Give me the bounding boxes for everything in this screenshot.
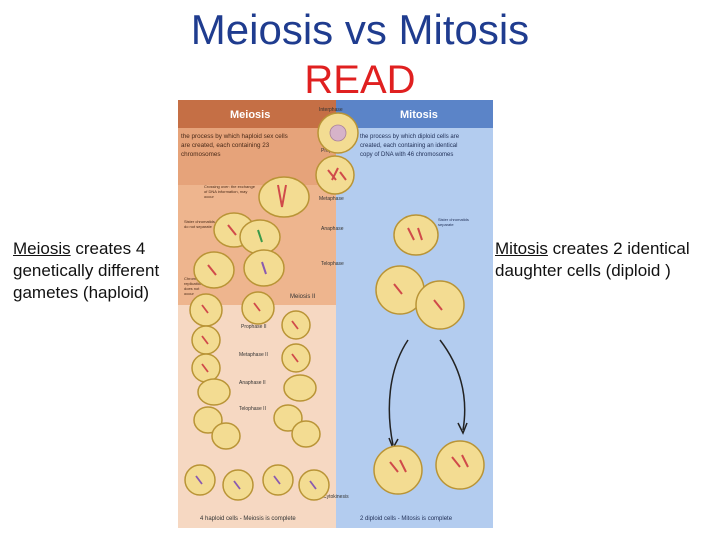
footer-meiosis: 4 haploid cells - Meiosis is complete — [200, 516, 296, 522]
anaphase-cells — [213, 212, 281, 255]
note-sister-meiosis-1: Sister chromatids — [184, 219, 215, 224]
meiosis-desc-3: chromosomes — [181, 151, 221, 158]
prophase-cell — [315, 155, 355, 195]
label-meiosis2: Meiosis II — [290, 294, 316, 300]
mitosis-note-text: creates 2 identical daughter cells (dipl… — [495, 239, 690, 280]
meiosis-desc-1: the process by which haploid sex cells — [181, 133, 288, 140]
meiosis-mitosis-figure: Meiosis Mitosis the process by which hap… — [178, 100, 493, 528]
label-metaphase: Metaphase — [319, 196, 344, 202]
meiosis-top-panel — [178, 128, 336, 185]
mitosis-telophase-cells — [375, 265, 465, 330]
footer-mitosis: 2 diploid cells - Mitosis is complete — [360, 516, 453, 522]
label-interphase: Interphase — [319, 107, 343, 113]
meiosis-header: Meiosis — [230, 109, 270, 121]
telophase-cells — [193, 249, 285, 289]
meiosis-desc-2: are created, each containing 23 — [181, 142, 270, 149]
mitosis-arrows — [388, 339, 468, 450]
note-crossing-1: Crossing over: the exchange — [204, 184, 256, 189]
mitosis-desc-1: the process by which diploid cells are — [360, 134, 460, 140]
meiosis-keyword: Meiosis — [13, 239, 71, 258]
mitosis-header-bar — [336, 100, 493, 128]
label-telophase2: Telophase II — [239, 406, 266, 412]
note-crossing-2: of DNA information, may — [204, 189, 247, 194]
page-subtitle: READ — [304, 58, 416, 102]
label-metaphase2: Metaphase II — [239, 352, 268, 358]
note-sister-mitosis-2: separate — [438, 222, 454, 227]
mitosis-desc-3: copy of DNA with 46 chromosomes — [360, 152, 453, 158]
note-replication-3: does not — [184, 286, 200, 291]
page-title: Meiosis vs Mitosis — [190, 6, 530, 53]
label-anaphase2: Anaphase II — [239, 380, 266, 386]
mitosis-keyword: Mitosis — [495, 239, 548, 258]
haploid-cells — [184, 464, 330, 501]
meiosis-header-bar — [178, 100, 336, 128]
label-prophase2: Prophase II — [241, 324, 267, 330]
note-replication-4: occur — [184, 291, 194, 296]
meiosis2-cells — [189, 291, 321, 450]
mitosis-desc-2: created, each containing an identical — [360, 143, 457, 149]
note-sister-meiosis-2: do not separate — [184, 224, 213, 229]
note-crossing-3: occur — [204, 194, 214, 199]
meiosis-note-text: creates 4 genetically different gametes … — [13, 239, 160, 302]
diploid-cells — [373, 440, 485, 495]
note-sister-mitosis-1: Sister chromatids — [438, 217, 469, 222]
mitosis-header: Mitosis — [400, 109, 438, 121]
label-telophase: Telophase — [321, 261, 344, 267]
note-replication-2: replication — [184, 281, 202, 286]
interphase-cell — [317, 112, 359, 154]
label-anaphase: Anaphase — [321, 226, 344, 232]
mitosis-note: Mitosis creates 2 identical daughter cel… — [495, 238, 715, 282]
mitosis-anaphase-cell — [393, 214, 439, 256]
meiosis-note: Meiosis creates 4 genetically different … — [13, 238, 188, 304]
label-cytokinesis: Cytokinesis — [323, 494, 349, 500]
metaphase-cell — [258, 176, 310, 218]
